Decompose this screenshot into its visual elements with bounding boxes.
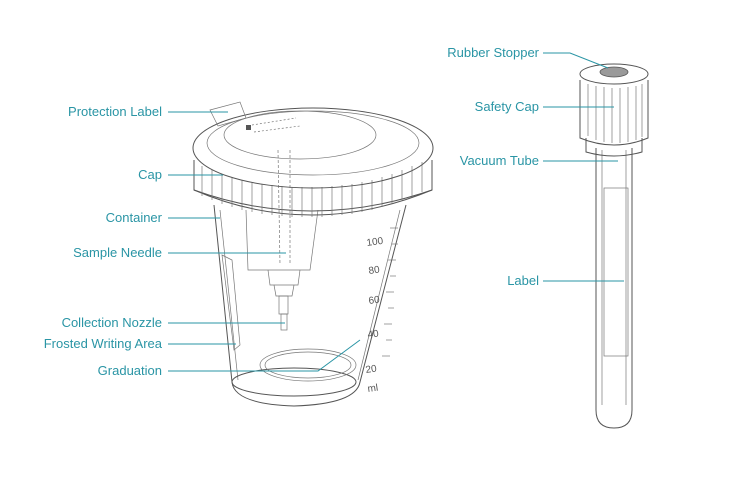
label-graduation: Graduation [98, 363, 162, 378]
graduation-mark: 80 [368, 264, 381, 277]
graduation-mark: 100 [366, 236, 384, 249]
logo-mark [246, 125, 251, 130]
safety-cap-ridges [587, 84, 643, 143]
label-frosted-writing-area: Frosted Writing Area [44, 336, 163, 351]
rubber-stopper [579, 63, 649, 85]
leader-rubber-stopper [543, 52, 609, 69]
graduation-mark: 20 [365, 363, 378, 376]
label-cap: Cap [138, 167, 162, 182]
graduation-unit: ml [367, 383, 379, 395]
rubber-stopper-center [599, 66, 629, 78]
container-cap [192, 101, 434, 217]
sample-needle-assembly [245, 149, 319, 331]
specimen-container: 100 80 60 40 20 ml [192, 101, 434, 407]
cap-top [192, 107, 434, 189]
part-labels: Protection Label Cap Container Sample Ne… [44, 45, 540, 378]
vacuum-tube-body [595, 148, 633, 429]
safety-cap [579, 80, 649, 146]
vacuum-tube-assembly [579, 63, 649, 429]
container-bottom [231, 367, 357, 397]
leader-graduation [168, 339, 361, 372]
cap-ridges [201, 162, 423, 217]
label-container: Container [106, 210, 163, 225]
container-body [213, 204, 407, 407]
graduation-mark: 60 [368, 294, 381, 307]
tube-label-area [603, 187, 629, 357]
label-safety-cap: Safety Cap [475, 99, 539, 114]
frosted-writing-area-shape [221, 254, 241, 351]
cap-rim [193, 160, 433, 212]
label-protection-label: Protection Label [68, 104, 162, 119]
label-rubber-stopper: Rubber Stopper [447, 45, 539, 60]
label-vacuum-tube: Vacuum Tube [460, 153, 539, 168]
label-tube-label: Label [507, 273, 539, 288]
protection-label-sticker [209, 101, 247, 127]
graduation-mark: 40 [367, 328, 380, 341]
label-sample-needle: Sample Needle [73, 245, 162, 260]
graduation-scale: 100 80 60 40 20 ml [365, 227, 398, 395]
leader-lines [168, 52, 624, 372]
label-collection-nozzle: Collection Nozzle [62, 315, 162, 330]
